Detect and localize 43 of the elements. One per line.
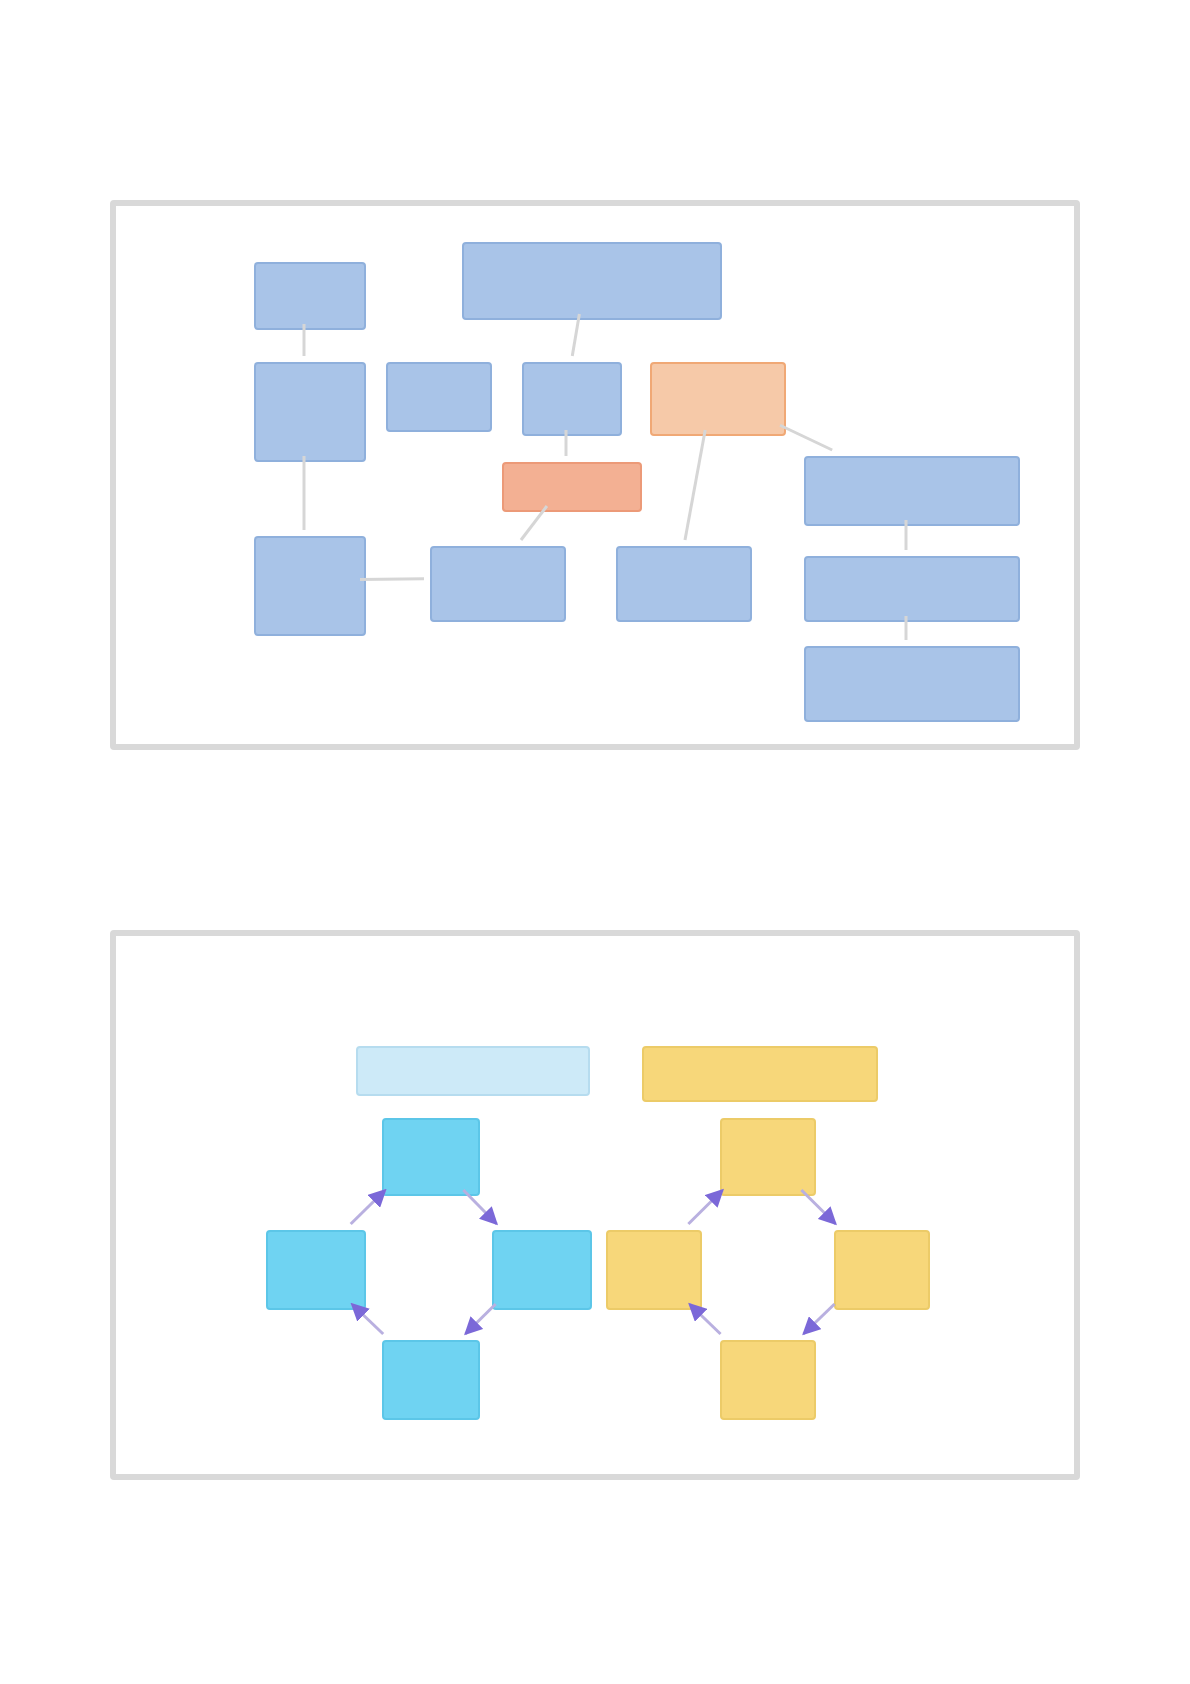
arrow — [349, 1188, 387, 1226]
process-box — [430, 546, 566, 622]
process-box — [462, 242, 722, 320]
connector-line — [570, 313, 581, 357]
connector-line — [302, 324, 306, 356]
highlight-box — [650, 362, 786, 436]
arrow — [687, 1188, 724, 1226]
process-box — [254, 262, 366, 330]
arrow — [462, 1188, 498, 1226]
process-box — [254, 536, 366, 636]
arrow — [464, 1302, 497, 1336]
process-box — [616, 546, 752, 622]
cycle-box — [720, 1340, 816, 1420]
arrow — [688, 1302, 722, 1336]
cycle-box — [382, 1118, 480, 1196]
connector-line — [519, 505, 549, 541]
cycle-box — [834, 1230, 930, 1310]
highlight-box — [502, 462, 642, 512]
arrow — [802, 1302, 836, 1336]
connector-line — [360, 577, 424, 581]
cycle-box — [492, 1230, 592, 1310]
process-box — [254, 362, 366, 462]
cycle-box — [266, 1230, 366, 1310]
connector-line — [302, 456, 306, 530]
process-box — [386, 362, 492, 432]
process-box — [804, 456, 1020, 526]
cycle-box — [606, 1230, 702, 1310]
cycle-box — [720, 1118, 816, 1196]
connector-line — [683, 429, 707, 541]
process-box — [804, 556, 1020, 622]
process-box — [804, 646, 1020, 722]
slide-panel — [110, 200, 1080, 750]
connector-line — [564, 430, 568, 456]
connector-line — [779, 423, 833, 452]
connector-line — [904, 616, 908, 640]
process-box — [522, 362, 622, 436]
connector-line — [904, 520, 908, 550]
cycle-box — [382, 1340, 480, 1420]
header-box — [356, 1046, 590, 1096]
arrow — [800, 1188, 837, 1226]
header-box — [642, 1046, 878, 1102]
arrow — [350, 1302, 385, 1336]
slide-panel — [110, 930, 1080, 1480]
